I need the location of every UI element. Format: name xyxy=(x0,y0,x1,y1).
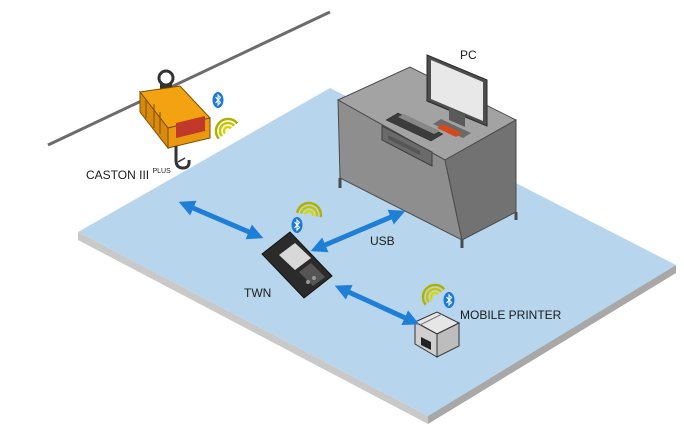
bidirectional-arrow-icon xyxy=(178,200,264,240)
mobile-printer-label: MOBILE PRINTER xyxy=(460,308,562,322)
twn-handheld-device xyxy=(261,231,333,299)
twn-label: TWN xyxy=(244,286,272,300)
crane-scale-suffix: PLUS xyxy=(152,168,171,175)
bluetooth-icon xyxy=(443,292,455,308)
pc-desk xyxy=(336,66,518,248)
crane-scale-device xyxy=(139,69,211,170)
wifi-signal-icon xyxy=(214,117,239,140)
bidirectional-arrow-icon xyxy=(310,209,406,253)
usb-label: USB xyxy=(370,234,395,248)
bluetooth-icon xyxy=(291,217,303,233)
pc-computer xyxy=(385,54,488,142)
mobile-printer-device xyxy=(413,311,461,358)
bidirectional-arrow-icon xyxy=(334,285,420,325)
wifi-signal-icon xyxy=(421,283,446,306)
crane-rail xyxy=(47,10,331,147)
bluetooth-icon xyxy=(212,92,224,108)
crane-scale-name: CASTON III xyxy=(86,168,150,182)
pc-label: PC xyxy=(460,48,477,62)
crane-scale-label: CASTON III PLUS xyxy=(86,168,171,181)
wifi-signal-icon xyxy=(295,201,323,218)
